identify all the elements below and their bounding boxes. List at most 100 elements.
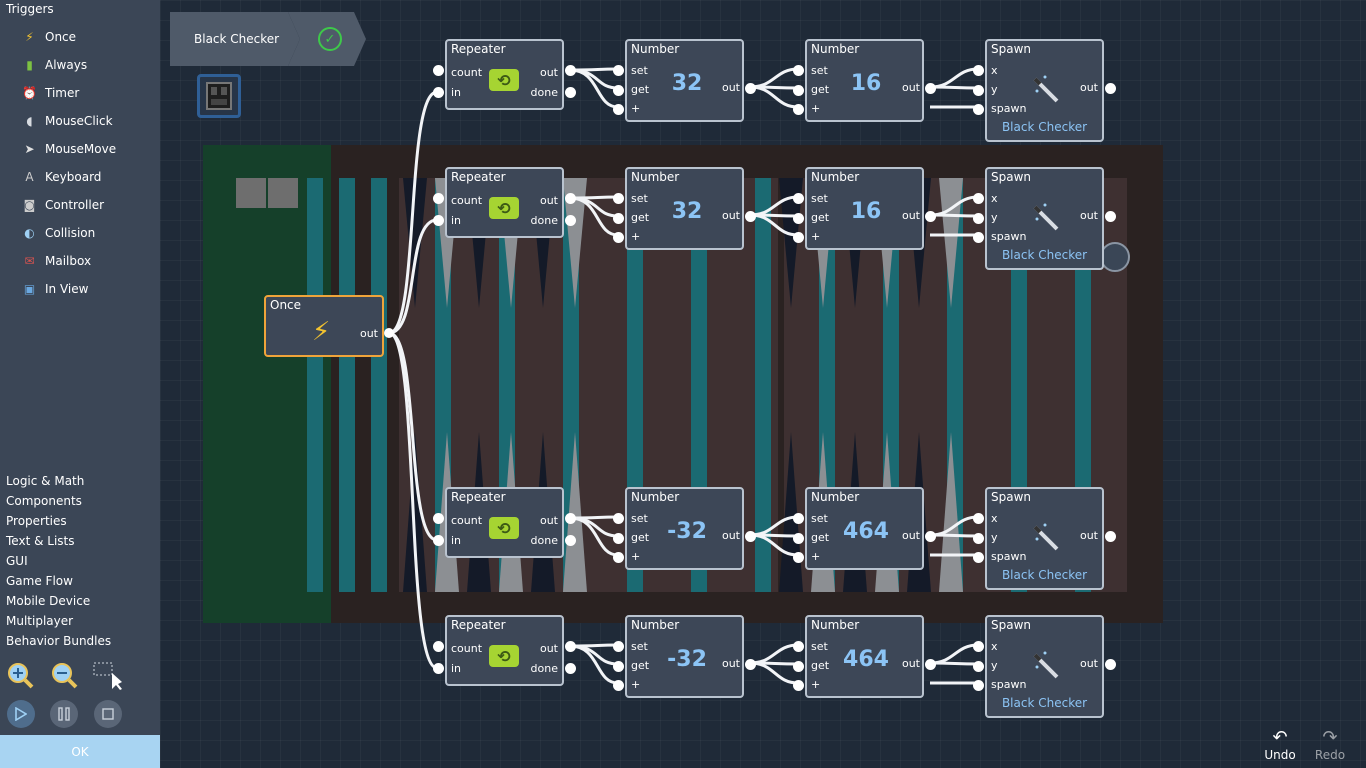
breadcrumb-object[interactable]: Black Checker xyxy=(170,12,300,66)
out-port[interactable] xyxy=(745,211,756,222)
play-button[interactable] xyxy=(7,700,35,728)
zoom-out-button[interactable] xyxy=(49,660,79,690)
out-port[interactable] xyxy=(745,531,756,542)
redo-button[interactable]: ↷ Redo xyxy=(1310,728,1350,763)
trigger-item-mouseclick[interactable]: ◖MouseClick xyxy=(22,111,112,131)
out-port[interactable] xyxy=(565,193,576,204)
spawn-target-label[interactable]: Black Checker xyxy=(1001,248,1088,262)
category-behavior-bundles[interactable]: Behavior Bundles xyxy=(6,634,112,648)
set-port[interactable] xyxy=(613,65,624,76)
trigger-item-once[interactable]: ⚡Once xyxy=(22,27,76,47)
trigger-item-mailbox[interactable]: ✉Mailbox xyxy=(22,251,91,271)
out-port[interactable] xyxy=(925,83,936,94)
category-logic-math[interactable]: Logic & Math xyxy=(6,474,85,488)
out-port[interactable] xyxy=(925,211,936,222)
category-multiplayer[interactable]: Multiplayer xyxy=(6,614,74,628)
object-thumbnail[interactable] xyxy=(197,74,241,118)
category-game-flow[interactable]: Game Flow xyxy=(6,574,73,588)
get-port[interactable] xyxy=(793,533,804,544)
done-port[interactable] xyxy=(565,535,576,546)
category-gui[interactable]: GUI xyxy=(6,554,28,568)
trigger-item-timer[interactable]: ⏰Timer xyxy=(22,83,79,103)
y-port[interactable] xyxy=(973,661,984,672)
plus-port[interactable] xyxy=(613,232,624,243)
set-port[interactable] xyxy=(613,193,624,204)
spawn-port[interactable] xyxy=(973,680,984,691)
y-port[interactable] xyxy=(973,85,984,96)
count-port[interactable] xyxy=(433,65,444,76)
count-port[interactable] xyxy=(433,193,444,204)
out-port[interactable] xyxy=(925,531,936,542)
trigger-item-in-view[interactable]: ▣In View xyxy=(22,279,89,299)
y-port[interactable] xyxy=(973,533,984,544)
plus-port[interactable] xyxy=(613,680,624,691)
stop-button[interactable] xyxy=(94,700,122,728)
out-port[interactable] xyxy=(1105,211,1116,222)
trigger-item-always[interactable]: ▮Always xyxy=(22,55,87,75)
done-port[interactable] xyxy=(565,663,576,674)
out-port[interactable] xyxy=(745,83,756,94)
in-port[interactable] xyxy=(433,535,444,546)
plus-port[interactable] xyxy=(793,232,804,243)
get-port[interactable] xyxy=(613,661,624,672)
in-port[interactable] xyxy=(433,215,444,226)
x-port[interactable] xyxy=(973,193,984,204)
done-port[interactable] xyxy=(565,87,576,98)
plus-port[interactable] xyxy=(613,104,624,115)
get-port[interactable] xyxy=(613,213,624,224)
zoom-in-button[interactable] xyxy=(5,660,35,690)
spawn-target-label[interactable]: Black Checker xyxy=(1001,696,1088,710)
plus-port[interactable] xyxy=(613,552,624,563)
category-mobile-device[interactable]: Mobile Device xyxy=(6,594,91,608)
spawn-target-label[interactable]: Black Checker xyxy=(1001,568,1088,582)
x-port[interactable] xyxy=(973,65,984,76)
out-port[interactable] xyxy=(1105,531,1116,542)
undo-button[interactable]: ↶ Undo xyxy=(1260,728,1300,763)
out-port[interactable] xyxy=(565,513,576,524)
plus-port[interactable] xyxy=(793,552,804,563)
spawn-port[interactable] xyxy=(973,104,984,115)
set-port[interactable] xyxy=(793,641,804,652)
spawn-target-label[interactable]: Black Checker xyxy=(1001,120,1088,134)
category-components[interactable]: Components xyxy=(6,494,82,508)
category-properties[interactable]: Properties xyxy=(6,514,67,528)
trigger-item-collision[interactable]: ◐Collision xyxy=(22,223,95,243)
set-port[interactable] xyxy=(793,65,804,76)
select-tool-button[interactable] xyxy=(92,660,122,690)
spawn-port[interactable] xyxy=(973,552,984,563)
out-port[interactable] xyxy=(565,65,576,76)
trigger-item-mousemove[interactable]: ➤MouseMove xyxy=(22,139,116,159)
set-port[interactable] xyxy=(613,641,624,652)
spawn-port[interactable] xyxy=(973,232,984,243)
in-port[interactable] xyxy=(433,663,444,674)
in-port[interactable] xyxy=(433,87,444,98)
plus-port[interactable] xyxy=(793,680,804,691)
category-text-lists[interactable]: Text & Lists xyxy=(6,534,75,548)
done-port[interactable] xyxy=(565,215,576,226)
count-port[interactable] xyxy=(433,513,444,524)
ok-button[interactable]: OK xyxy=(0,735,160,768)
out-port[interactable] xyxy=(1105,659,1116,670)
count-port[interactable] xyxy=(433,641,444,652)
trigger-item-controller[interactable]: ◙Controller xyxy=(22,195,104,215)
get-port[interactable] xyxy=(793,85,804,96)
y-port[interactable] xyxy=(973,213,984,224)
x-port[interactable] xyxy=(973,513,984,524)
get-port[interactable] xyxy=(793,213,804,224)
pause-button[interactable] xyxy=(50,700,78,728)
